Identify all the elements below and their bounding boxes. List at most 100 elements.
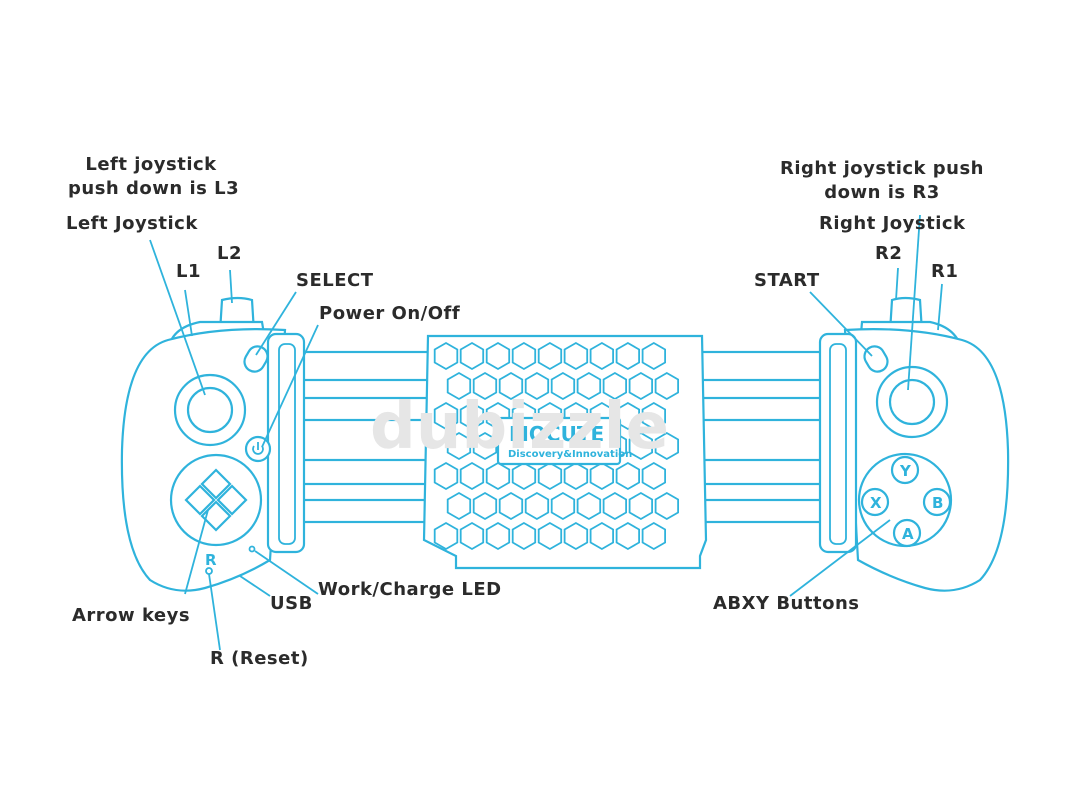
brand-name: MOCUTE: [509, 422, 604, 446]
power-button: [244, 435, 272, 463]
right-joystick-push-label: Right joystick push down is R3: [780, 157, 984, 205]
start-button: [863, 345, 889, 373]
hex-cell: [602, 491, 627, 521]
hex-cell: [511, 341, 537, 371]
hex-cell: [550, 491, 576, 521]
hex-cell: [524, 371, 550, 401]
x-button: [860, 487, 890, 517]
hex-cell: [628, 431, 653, 461]
left-push-line1: Left joystick: [85, 154, 217, 175]
hex-cell: [446, 431, 472, 461]
right-clamp-arm: [818, 332, 858, 554]
hex-cell: [576, 371, 602, 401]
reset-label: R (Reset): [210, 648, 309, 669]
hex-cell: [446, 491, 472, 521]
hex-cell: [615, 341, 640, 371]
hex-cell: [628, 371, 653, 401]
hex-cell: [472, 371, 498, 401]
hex-cell: [641, 401, 666, 431]
hex-cell: [550, 371, 576, 401]
hex-cell: [472, 491, 498, 521]
hex-cell: [446, 371, 472, 401]
left-joystick-label: Left Joystick: [66, 213, 198, 234]
hex-cell: [654, 431, 679, 461]
hex-cell: [628, 491, 653, 521]
r1-label: R1: [931, 261, 959, 282]
arrow-keys-label: Arrow keys: [72, 605, 191, 626]
work-charge-led-indicator: [248, 545, 256, 553]
right-push-line2: down is R3: [824, 182, 940, 203]
hex-cell: [602, 371, 627, 401]
hex-cell: [498, 491, 524, 521]
power-label: Power On/Off: [319, 303, 461, 324]
l1-label: L1: [176, 261, 201, 282]
select-button: [243, 345, 269, 373]
y-button-label: Y: [899, 462, 912, 480]
hex-cell: [615, 461, 640, 491]
hex-cell: [433, 461, 459, 491]
hex-cell: [485, 461, 511, 491]
hex-cell: [563, 461, 589, 491]
a-button-label: A: [902, 525, 914, 543]
hex-cell: [433, 401, 459, 431]
phone-clamp: MOCUTE Discovery&Innovation: [422, 334, 708, 570]
l2-label: L2: [217, 243, 242, 264]
hex-cell: [459, 401, 485, 431]
hex-cell: [615, 401, 640, 431]
hex-cell: [537, 341, 563, 371]
leader-lines: [149, 214, 943, 651]
hex-cell: [537, 521, 563, 551]
abxy-label: ABXY Buttons: [713, 593, 860, 614]
left-push-line2: push down is L3: [68, 178, 240, 199]
right-push-line1: Right joystick push: [780, 158, 984, 179]
brand-plate: [496, 416, 622, 466]
start-label: START: [754, 270, 820, 291]
x-button-label: X: [870, 494, 882, 512]
hex-cell: [576, 491, 602, 521]
b-button: [922, 487, 952, 517]
hex-cell: [459, 341, 485, 371]
hex-cell: [615, 521, 640, 551]
hex-cell: [563, 341, 589, 371]
hex-cell: [459, 521, 485, 551]
hex-cell: [459, 461, 485, 491]
hex-cell: [654, 491, 679, 521]
select-label: SELECT: [296, 270, 374, 291]
hex-cell: [537, 461, 563, 491]
hex-cell: [511, 521, 537, 551]
trademark-icon: [610, 420, 620, 430]
hex-cell: [641, 461, 666, 491]
right-joystick: [875, 365, 949, 439]
hex-cell: [433, 341, 459, 371]
hex-cell: [641, 341, 666, 371]
hex-cell: [485, 341, 511, 371]
right-joystick-label: Right Joystick: [819, 213, 966, 234]
brand-tagline: Discovery&Innovation: [508, 449, 632, 460]
hex-cell: [511, 461, 537, 491]
hex-cell: [589, 461, 614, 491]
abxy-buttons: Y B X A: [857, 452, 953, 548]
left-joystick-push-label: Left joystick push down is L3: [68, 153, 240, 201]
hex-cell: [433, 521, 459, 551]
reset-mark: R: [205, 551, 217, 569]
a-button: [892, 518, 922, 548]
watermark: dubizzle: [370, 390, 669, 464]
hex-cell: [524, 491, 550, 521]
arrow-keys: [169, 453, 263, 547]
hex-cell: [485, 521, 511, 551]
hex-cell: [654, 371, 679, 401]
hex-cell: [472, 431, 498, 461]
hex-cell: [641, 521, 666, 551]
work-charge-led-label: Work/Charge LED: [318, 579, 502, 600]
hex-cell: [563, 521, 589, 551]
extension-rails: [298, 350, 827, 524]
hex-cell: [498, 371, 524, 401]
hex-cell: [589, 521, 614, 551]
left-joystick: [173, 373, 247, 447]
r2-label: R2: [875, 243, 903, 264]
usb-label: USB: [270, 593, 313, 614]
y-button: [890, 455, 920, 485]
hex-cell: [589, 341, 614, 371]
